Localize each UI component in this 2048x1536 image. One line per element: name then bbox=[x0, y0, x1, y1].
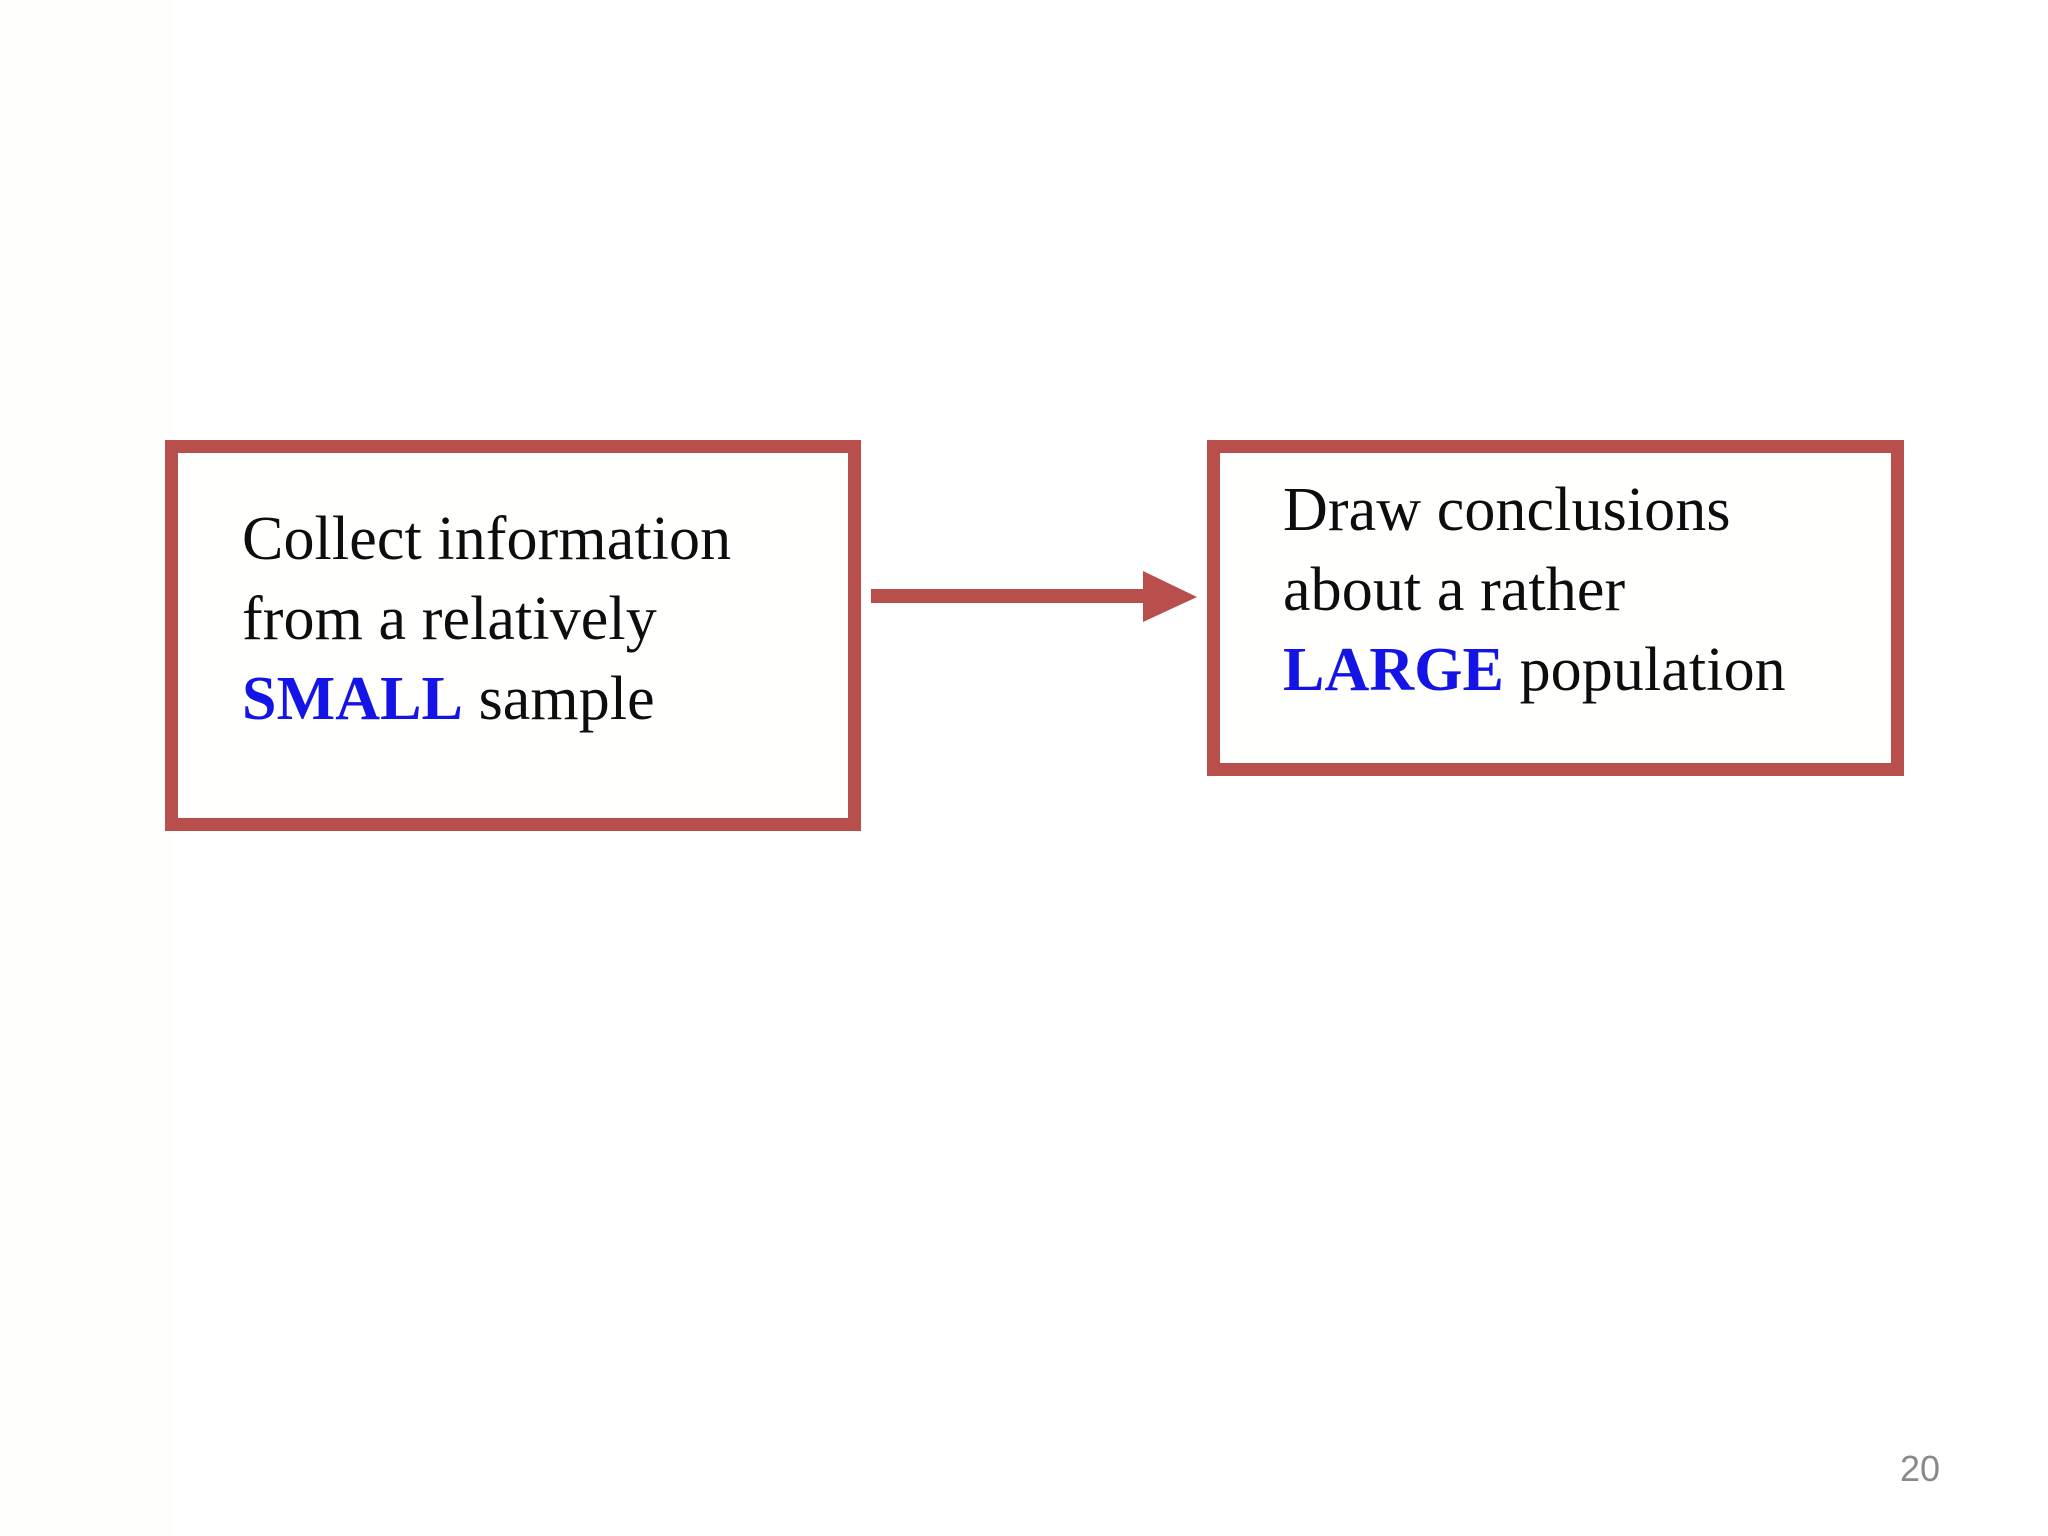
page-number: 20 bbox=[1900, 1448, 1941, 1489]
paper-tint bbox=[0, 0, 172, 1536]
flow-box-population-text: Draw conclusions about a rather LARGE po… bbox=[1283, 470, 1786, 710]
flow-box-sample[interactable]: Collect information from a relatively SM… bbox=[165, 440, 861, 831]
flow-box-population-line-3: LARGE population bbox=[1283, 630, 1786, 710]
flow-box-sample-line-2: from a relatively bbox=[242, 579, 731, 659]
flow-box-population-line-1: Draw conclusions bbox=[1283, 470, 1786, 550]
flow-box-sample-emphasis-word: SMALL bbox=[242, 665, 463, 733]
flow-box-population-line-3-rest: population bbox=[1503, 636, 1786, 704]
flow-box-sample-line-1-text: Collect information bbox=[242, 505, 732, 573]
arrow-path bbox=[871, 571, 1197, 622]
flow-box-sample-line-1: Collect information bbox=[242, 499, 731, 579]
flow-box-sample-line-3: SMALL sample bbox=[242, 659, 731, 739]
flow-box-sample-line-2-text: from a relatively bbox=[242, 585, 657, 653]
flow-box-population-line-2: about a rather bbox=[1283, 550, 1786, 630]
flow-box-population-line-1-text: Draw conclusions bbox=[1283, 476, 1731, 544]
flow-box-sample-line-3-rest: sample bbox=[462, 665, 655, 733]
flow-box-population-emphasis-word: LARGE bbox=[1283, 636, 1504, 704]
right-block-arrow-icon bbox=[871, 568, 1201, 626]
flow-box-population[interactable]: Draw conclusions about a rather LARGE po… bbox=[1207, 440, 1904, 776]
right-block-arrow-shape bbox=[871, 571, 1197, 622]
flow-box-sample-text: Collect information from a relatively SM… bbox=[242, 499, 731, 739]
flow-box-population-line-2-text: about a rather bbox=[1283, 556, 1626, 624]
